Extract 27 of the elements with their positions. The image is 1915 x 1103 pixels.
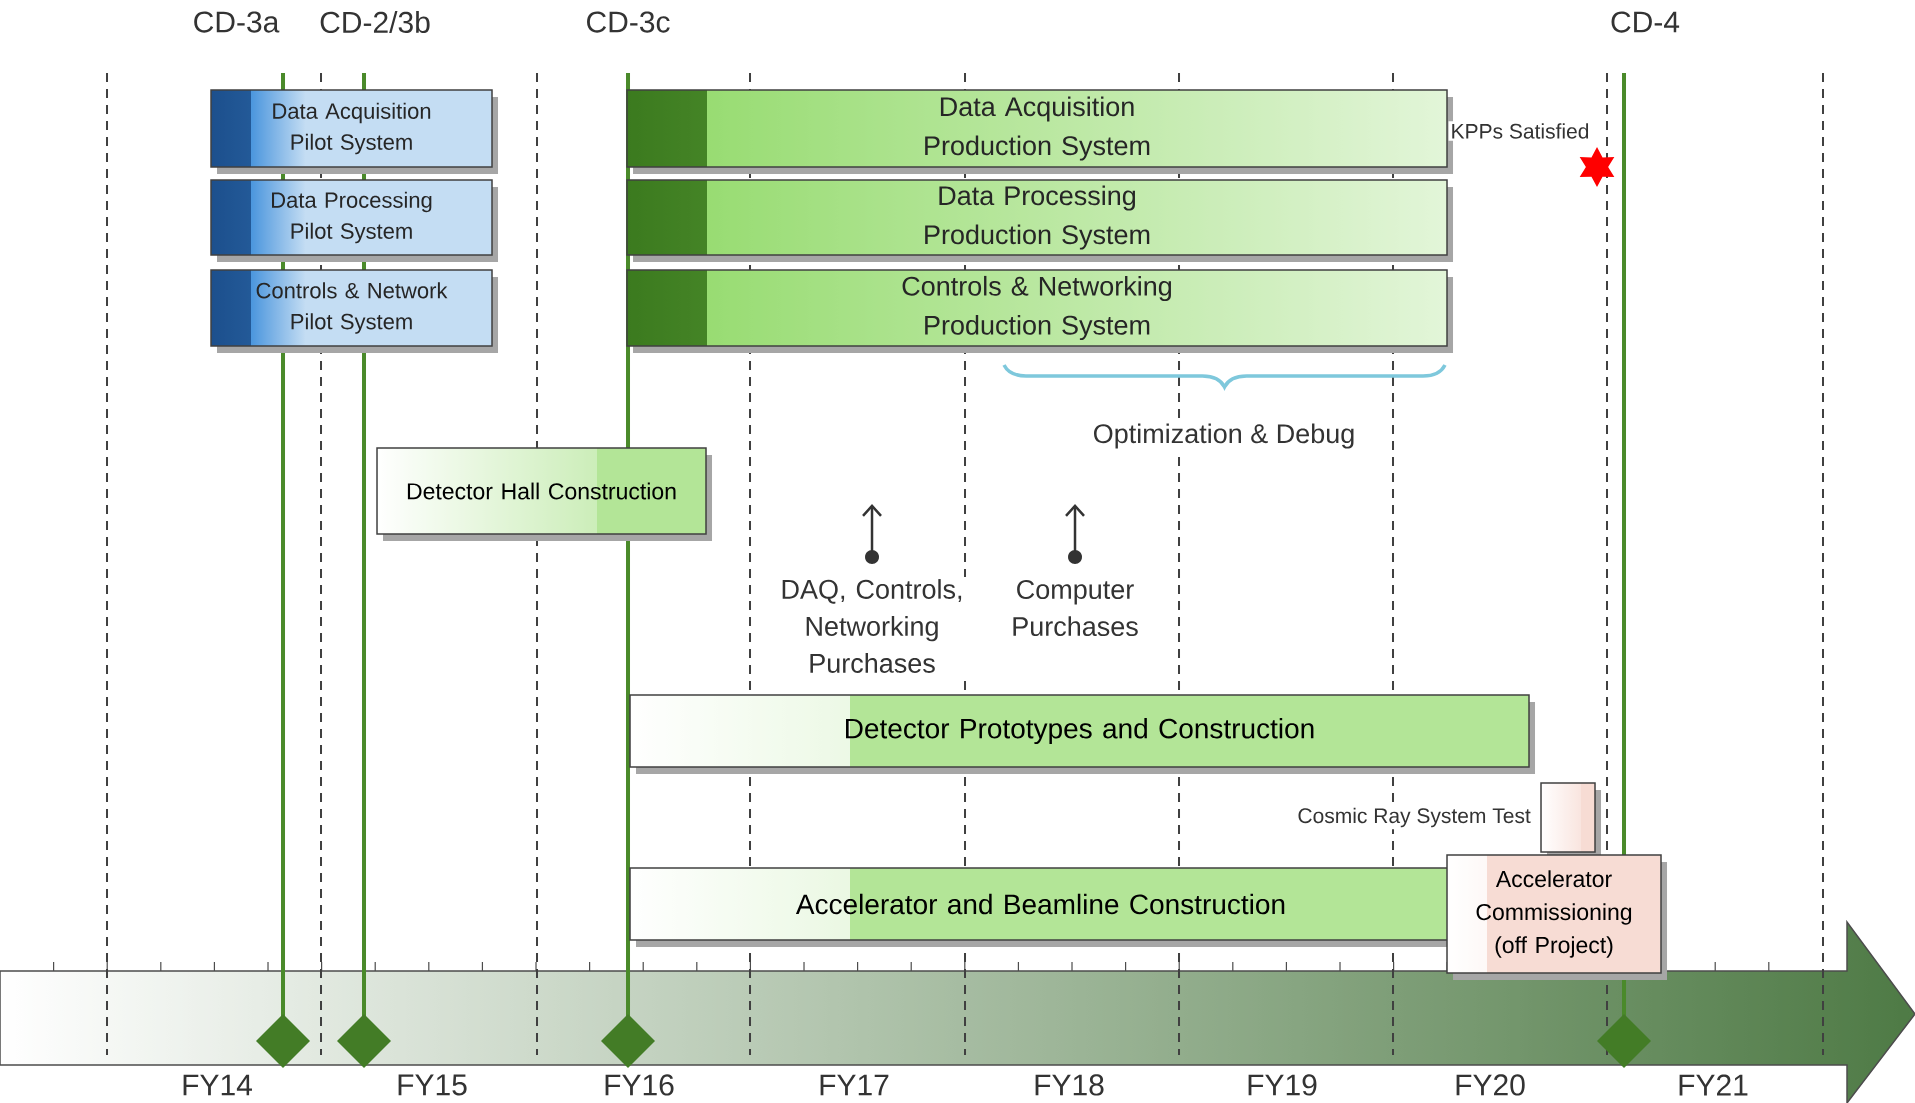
pilot-box: Data Acquisition Pilot System xyxy=(210,89,498,174)
note-label: KPPs Satisfied xyxy=(1448,121,1592,141)
milestone-label: CD-2/3b xyxy=(317,9,433,35)
year-label: FY19 xyxy=(1244,1072,1320,1098)
task-box: Accelerator Commissioning (off Project) xyxy=(1446,854,1667,980)
year-label: FY17 xyxy=(816,1072,892,1098)
phase-label: Optimization & Debug xyxy=(1090,421,1358,451)
year-label: FY21 xyxy=(1675,1072,1751,1098)
milestone-label: CD-4 xyxy=(1608,9,1682,35)
pilot-box: Controls & Network Pilot System xyxy=(210,269,498,353)
pilot-box: Data Processing Pilot System xyxy=(210,179,498,262)
year-label: FY14 xyxy=(179,1072,255,1098)
production-box: Data Processing Production System xyxy=(626,179,1453,262)
purchase-label: Computer Purchases xyxy=(998,577,1152,639)
production-box: Data Acquisition Production System xyxy=(626,89,1453,174)
year-label: FY16 xyxy=(601,1072,677,1098)
box-caption: Cosmic Ray System Test xyxy=(1295,805,1533,830)
milestone-label: CD-3a xyxy=(190,9,282,35)
task-bar: Accelerator and Beamline Construction xyxy=(629,867,1458,947)
year-label: FY15 xyxy=(394,1072,470,1098)
year-label: FY18 xyxy=(1031,1072,1107,1098)
year-label: FY20 xyxy=(1452,1072,1528,1098)
task-bar: Detector Hall Construction xyxy=(376,447,712,541)
purchase-label: DAQ, Controls, Networking Purchases xyxy=(762,577,982,675)
milestone-label: CD-3c xyxy=(583,9,673,35)
production-box: Controls & Networking Production System xyxy=(626,269,1453,353)
task-bar: Detector Prototypes and Construction xyxy=(629,694,1535,774)
